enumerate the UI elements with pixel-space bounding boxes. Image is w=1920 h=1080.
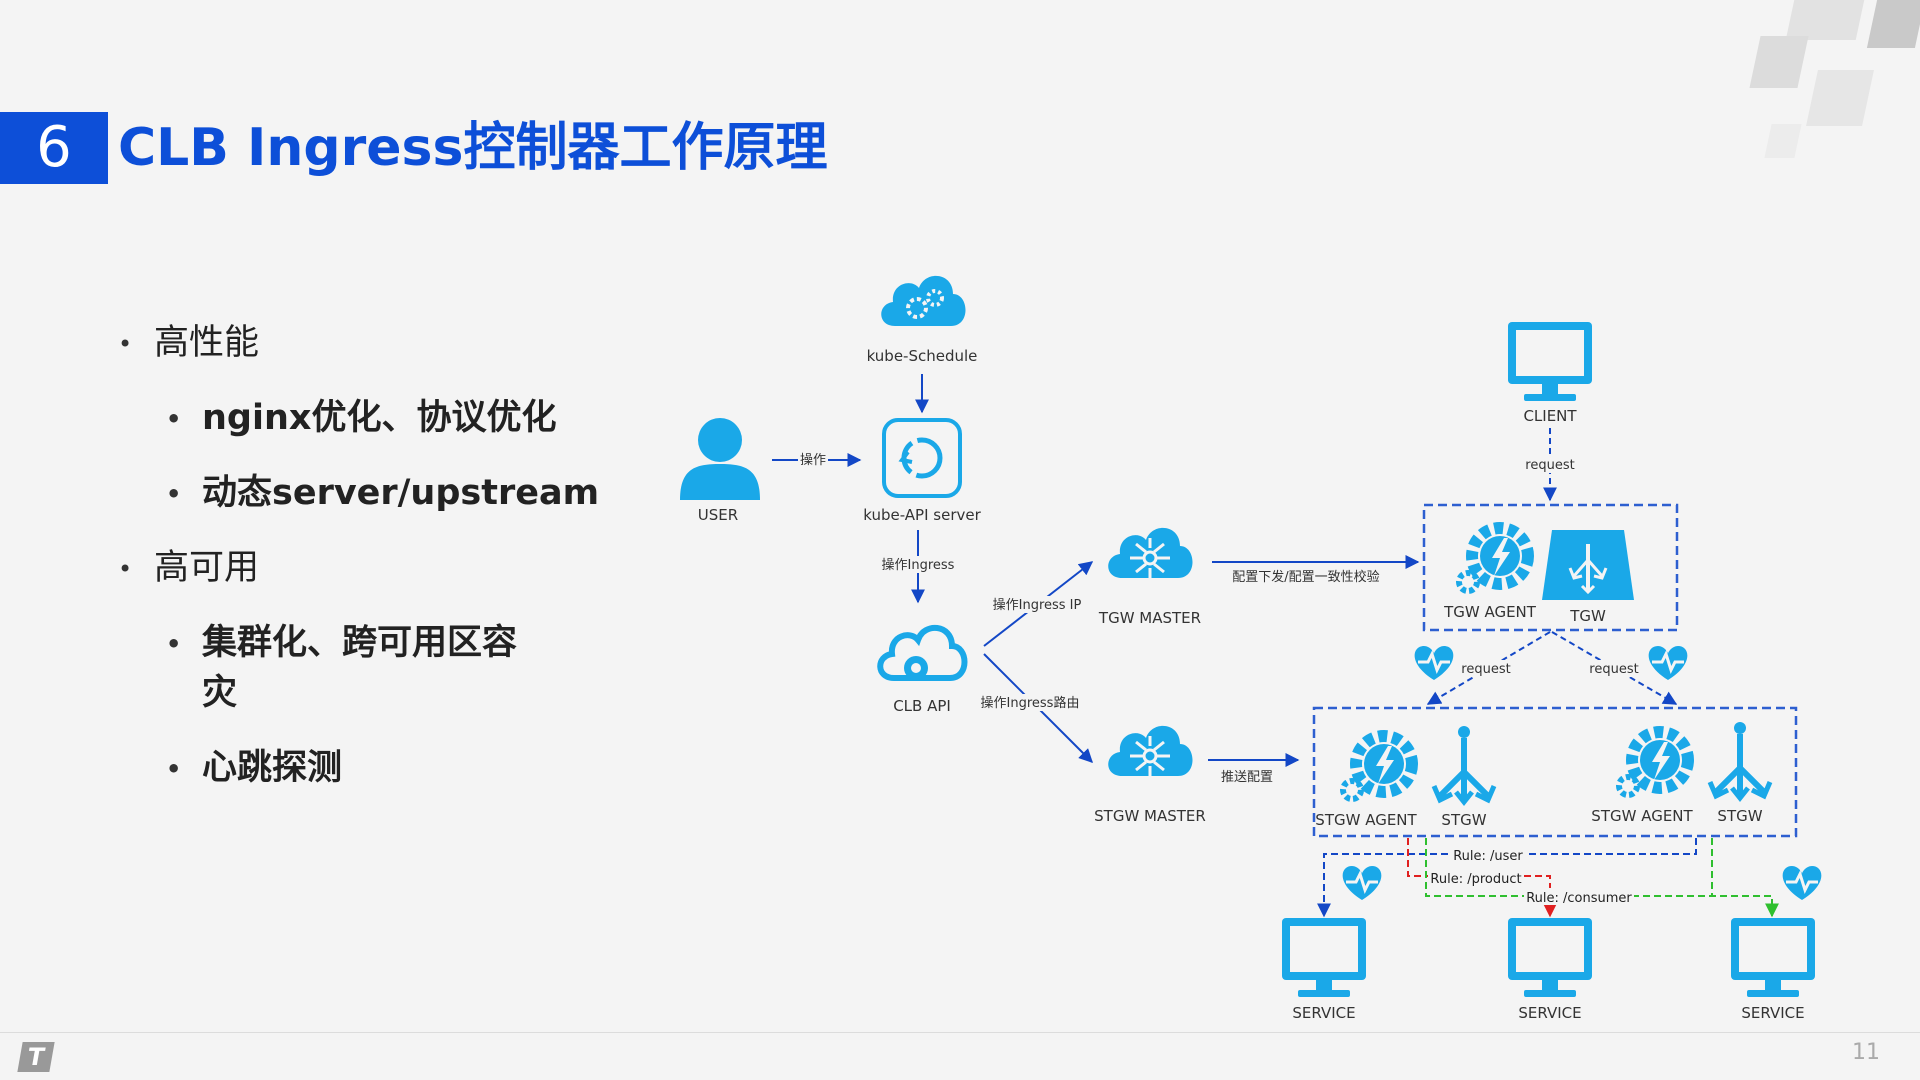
tgw-label: TGW [1569,607,1606,625]
bullet-text: 灾 [202,673,238,713]
bullet-text: 高性能 [154,323,260,363]
bullet-text: 心跳探测 [202,748,343,788]
edge-label-config-push: 配置下发/配置一致性校验 [1232,569,1379,585]
kube-api-server-icon [882,418,962,498]
stgw-master-hub-cloud-icon [1108,726,1192,776]
bullet-item: • 高性能 [118,318,259,369]
service-monitor-icon [1731,918,1815,997]
tgw-master-label: TGW MASTER [1098,609,1201,627]
bullet-item: • nginx优化、协议优化 [166,393,556,444]
bullet-text: 集群化、跨可用区容 [202,623,518,663]
service-label: SERVICE [1518,1004,1581,1022]
stgw-agent-gear-icon [1619,732,1688,795]
heartbeat-icon [1647,644,1689,682]
heartbeat-icon [1781,864,1823,902]
tgw-group-box [1422,503,1679,632]
stgw-splitter-icon [1710,722,1770,798]
kube-schedule-label: kube-Schedule [867,347,978,365]
bullet-text: nginx优化、协议优化 [202,398,557,438]
bullet-dot-icon: • [166,755,182,783]
bullet-item: • 集群化、跨可用区容 [166,618,517,669]
tgw-agent-gear-icon [1459,528,1528,591]
service-label: SERVICE [1292,1004,1355,1022]
rule-product-label: Rule: /product [1430,872,1521,887]
stgw-agent-label: STGW AGENT [1591,807,1693,825]
bullet-text: 动态server/upstream [202,473,600,513]
heartbeat-icon [1413,644,1455,682]
edge-label-request: request [1525,458,1574,473]
edge-label-request: request [1461,662,1510,677]
user-icon [680,418,760,500]
edge-label-operate: 操作 [800,452,826,468]
stgw-label: STGW [1441,811,1486,829]
service-monitor-icon [1508,918,1592,997]
stgw-agent-gear-icon [1343,736,1412,799]
client-monitor-icon [1508,322,1592,401]
bullet-dot-icon: • [166,480,182,508]
clb-api-label: CLB API [893,697,951,715]
service-monitor-icon [1282,918,1366,997]
brand-logo-icon: T [17,1042,55,1072]
kube-api-server-label: kube-API server [863,506,981,524]
bullet-dot-icon: • [118,330,133,358]
user-label: USER [698,506,738,524]
clb-api-cloud-icon [877,624,968,681]
bullet-item-continuation: 灾 [166,668,237,718]
edge-label-request: request [1589,662,1638,677]
stgw-label: STGW [1717,807,1762,825]
footer-divider [0,1032,1920,1033]
edge-label-operate-ingress-ip: 操作Ingress IP [993,597,1082,613]
rule-user-label: Rule: /user [1453,849,1523,864]
edge-label-operate-ingress: 操作Ingress [882,557,955,573]
bullet-dot-icon: • [166,405,182,433]
stgw-group-box [1312,706,1798,838]
tgw-master-hub-cloud-icon [1108,528,1192,578]
bullet-item: • 高可用 [118,543,259,594]
edge-label-push-config: 推送配置 [1221,770,1273,785]
bullet-dot-icon: • [166,630,182,658]
heartbeat-icon [1341,864,1383,902]
rule-consumer-label: Rule: /consumer [1526,891,1632,906]
kube-schedule-cloud-icon [881,275,966,326]
client-label: CLIENT [1523,407,1577,425]
bullet-text: 高可用 [154,548,260,588]
slide-number: 6 [0,112,108,184]
slide-title: CLB Ingress控制器工作原理 [118,118,828,178]
edge-label-operate-ingress-route: 操作Ingress路由 [981,695,1080,711]
stgw-master-label: STGW MASTER [1094,807,1206,825]
service-label: SERVICE [1741,1004,1804,1022]
stgw-agent-label: STGW AGENT [1315,811,1417,829]
bullet-item: • 心跳探测 [166,743,342,794]
tgw-load-balancer-icon [1542,530,1634,600]
stgw-splitter-icon [1434,726,1494,802]
tgw-agent-label: TGW AGENT [1443,603,1537,621]
bullet-dot-icon: • [118,555,133,583]
page-number: 11 [1852,1040,1880,1065]
bullet-item: • 动态server/upstream [166,468,599,519]
